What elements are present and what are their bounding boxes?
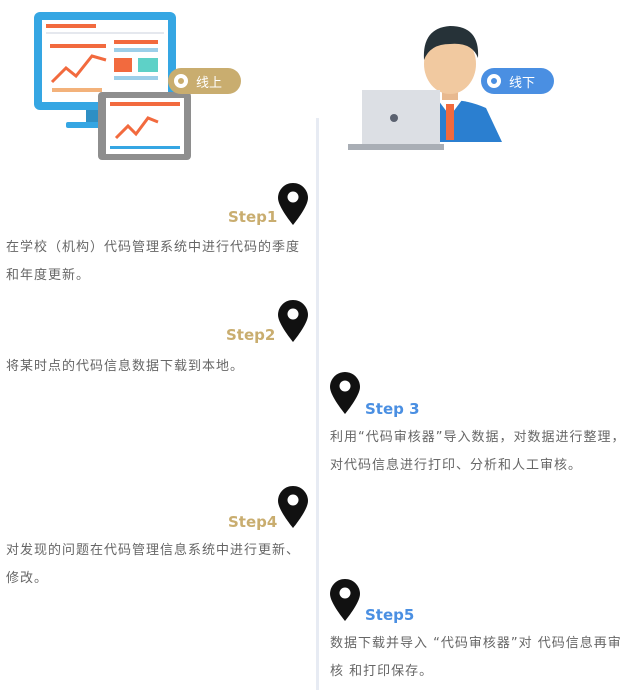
step3-title: Step 3 [365,400,420,418]
location-pin-icon [278,300,308,342]
timeline-divider [316,118,319,690]
offline-badge: 线下 [481,68,554,94]
step5-text: 数据下载并导入 “代码审核器”对 代码信息再审核 和打印保存。 [330,636,622,679]
step2-text: 将某时点的代码信息数据下载到本地。 [6,359,245,374]
step2-title: Step2 [226,326,276,344]
offline-person-illustration [348,26,502,150]
location-pin-icon [278,183,308,225]
online-badge-label: 线上 [196,75,223,91]
location-pin-icon [330,579,360,621]
ring-icon [174,74,188,88]
location-pin-icon [330,372,360,414]
location-pin-icon [278,486,308,528]
step1-text: 在学校（机构）代码管理系统中进行代码的季度和年度更新。 [6,240,301,283]
step4-text: 对发现的问题在代码管理信息系统中进行更新、修改。 [6,543,301,586]
step5-title: Step5 [365,606,415,624]
online-devices-illustration [34,12,191,160]
offline-badge-label: 线下 [509,75,536,91]
step1-title: Step1 [228,208,278,226]
step3-text: 利用“代码审核器”导入数据，对数据进行整理，对代码信息进行打印、分析和人工审核。 [330,430,626,473]
ring-icon [487,74,501,88]
online-badge: 线上 [168,68,241,94]
step4-title: Step4 [228,513,278,531]
